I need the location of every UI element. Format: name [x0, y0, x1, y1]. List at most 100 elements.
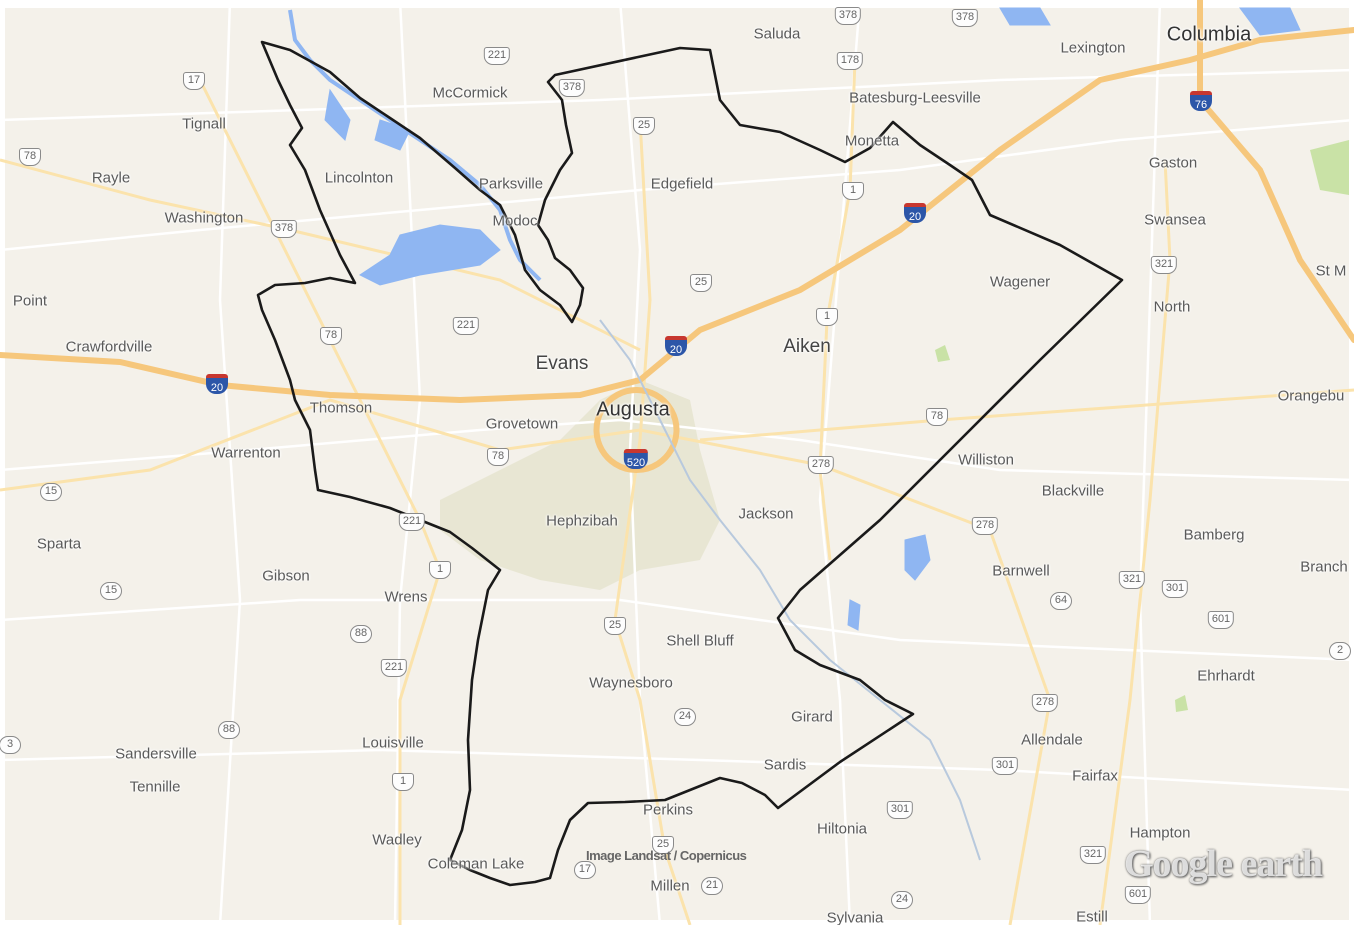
- route-shield-icon: 278: [1031, 694, 1059, 712]
- interstate-shield-icon: 20: [904, 203, 926, 223]
- place-label: Batesburg-Leesville: [849, 89, 981, 107]
- place-label: North: [1153, 298, 1191, 316]
- place-label: Sylvania: [826, 909, 884, 925]
- route-shield-icon: 21: [701, 877, 723, 895]
- place-label: McCormick: [432, 84, 508, 102]
- place-label: Williston: [958, 451, 1014, 469]
- interstate-shield-icon: 520: [623, 449, 649, 469]
- route-shield-icon: 321: [1118, 571, 1146, 589]
- place-label: Waynesboro: [589, 674, 673, 692]
- place-label: Millen: [650, 877, 690, 895]
- place-label: Girard: [791, 708, 833, 726]
- route-shield-icon: 378: [951, 9, 979, 27]
- place-label: Swansea: [1144, 211, 1206, 229]
- place-label: Hiltonia: [816, 820, 868, 838]
- route-shield-icon: 378: [558, 79, 586, 97]
- route-shield-icon: 601: [1207, 611, 1235, 629]
- route-shield-icon: 25: [633, 117, 655, 135]
- place-label: Coleman Lake: [427, 855, 525, 873]
- route-shield-icon: 78: [487, 448, 509, 466]
- place-label: Hampton: [1129, 824, 1191, 842]
- interstate-shield-icon: 76: [1190, 91, 1212, 111]
- place-label: Thomson: [309, 399, 373, 417]
- place-label: Gaston: [1148, 154, 1198, 172]
- place-label: Washington: [164, 209, 244, 227]
- route-shield-icon: 601: [1124, 886, 1152, 904]
- route-shield-icon: 301: [991, 757, 1019, 775]
- place-label: Fairfax: [1072, 767, 1118, 785]
- place-label: Hephzibah: [546, 512, 618, 530]
- route-shield-icon: 221: [483, 47, 511, 65]
- route-shield-icon: 64: [1050, 592, 1072, 610]
- place-label: Modoc: [492, 212, 538, 230]
- place-label: Monetta: [844, 132, 900, 150]
- place-label: Orangebu: [1277, 387, 1345, 405]
- route-shield-icon: 1: [816, 308, 838, 326]
- route-shield-icon: 378: [834, 7, 862, 25]
- place-label: Wagener: [989, 273, 1051, 291]
- place-label: Sandersville: [115, 745, 197, 763]
- route-shield-icon: 78: [320, 327, 342, 345]
- place-label: Crawfordville: [65, 338, 153, 356]
- route-shield-icon: 88: [218, 721, 240, 739]
- place-label: Louisville: [362, 734, 424, 752]
- place-label: St M: [1315, 262, 1347, 280]
- place-label: Allendale: [1021, 731, 1083, 749]
- route-shield-icon: 301: [886, 801, 914, 819]
- route-shield-icon: 221: [452, 317, 480, 335]
- place-label: Wadley: [372, 831, 422, 849]
- route-shield-icon: 17: [574, 861, 596, 879]
- route-shield-icon: 25: [652, 836, 674, 854]
- place-label: Sparta: [36, 535, 82, 553]
- route-shield-icon: 278: [807, 456, 835, 474]
- route-shield-icon: 3: [0, 736, 21, 754]
- place-label: Warrenton: [211, 444, 281, 462]
- place-label: Rayle: [91, 169, 131, 187]
- place-label: Bamberg: [1183, 526, 1245, 544]
- place-label: Estill: [1076, 908, 1108, 925]
- place-label: Lincolnton: [324, 169, 394, 187]
- route-shield-icon: 178: [836, 52, 864, 70]
- route-shield-icon: 1: [392, 773, 414, 791]
- place-label: Parksville: [478, 175, 544, 193]
- place-label: Tennille: [129, 778, 181, 796]
- interstate-highways: [0, 0, 1354, 473]
- place-label: Barnwell: [992, 562, 1050, 580]
- route-shield-icon: 221: [398, 513, 426, 531]
- google-earth-logo: Google earth: [1124, 843, 1323, 885]
- route-shield-icon: 17: [183, 72, 205, 90]
- route-shield-icon: 25: [690, 274, 712, 292]
- route-shield-icon: 78: [19, 148, 41, 166]
- route-shield-icon: 2: [1329, 642, 1351, 660]
- route-shield-icon: 1: [842, 182, 864, 200]
- image-credit: Image Landsat / Copernicus: [586, 848, 747, 863]
- place-label: Blackville: [1041, 482, 1105, 500]
- route-shield-icon: 15: [100, 582, 122, 600]
- route-shield-icon: 78: [926, 408, 948, 426]
- place-label: Aiken: [783, 336, 831, 357]
- place-label: Gibson: [262, 567, 310, 585]
- route-shield-icon: 15: [40, 483, 62, 501]
- route-shield-icon: 25: [604, 617, 626, 635]
- place-label: Augusta: [596, 398, 670, 421]
- place-label: Grovetown: [485, 415, 559, 433]
- route-shield-icon: 24: [891, 891, 913, 909]
- place-label: Point: [12, 292, 48, 310]
- route-shield-icon: 221: [380, 659, 408, 677]
- place-label: Shell Bluff: [666, 632, 734, 650]
- place-label: Jackson: [738, 505, 794, 523]
- place-label: Evans: [535, 353, 589, 374]
- route-shield-icon: 321: [1150, 256, 1178, 274]
- interstate-shield-icon: 20: [665, 336, 687, 356]
- green-areas: [935, 140, 1349, 712]
- place-label: Wrens: [384, 588, 428, 606]
- place-label: Sardis: [763, 756, 807, 774]
- route-shield-icon: 278: [971, 517, 999, 535]
- route-shield-icon: 321: [1079, 846, 1107, 864]
- place-label: Ehrhardt: [1197, 667, 1255, 685]
- route-shield-icon: 88: [350, 625, 372, 643]
- place-label: Saluda: [753, 25, 801, 43]
